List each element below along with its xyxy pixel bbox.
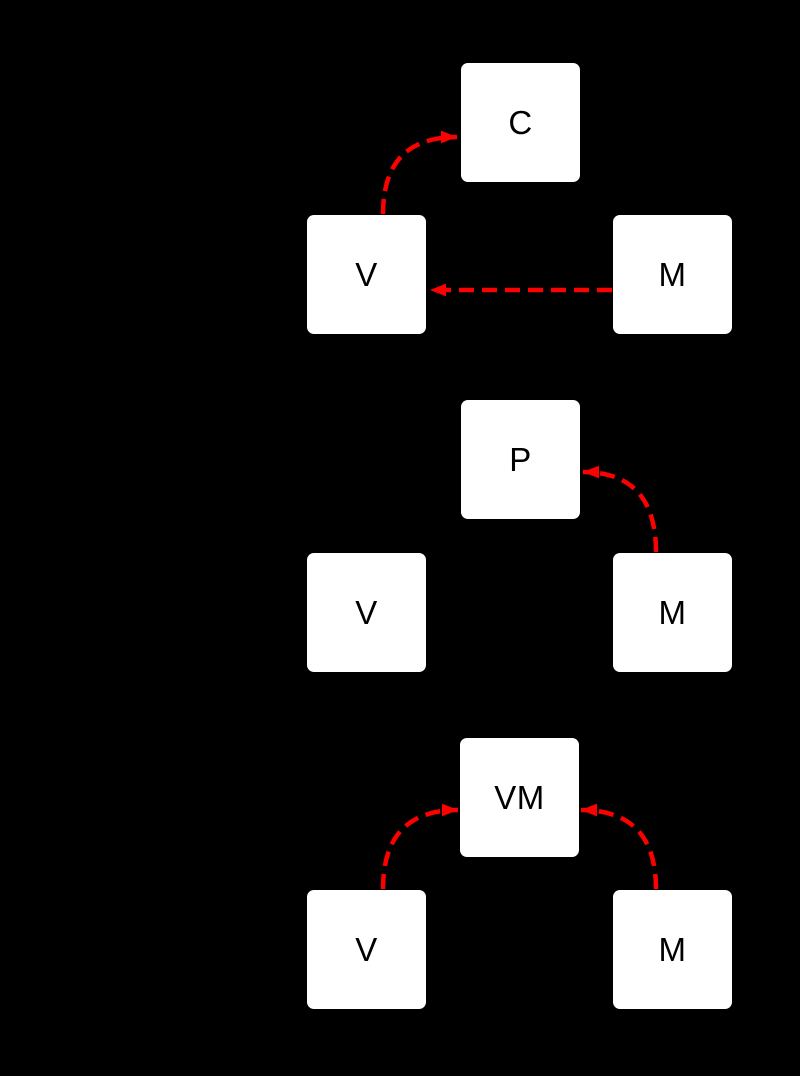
group2-node-v: V <box>307 553 426 672</box>
group1-node-c: C <box>461 63 580 182</box>
group2-node-p: P <box>461 400 580 519</box>
group3-node-v: V <box>307 890 426 1009</box>
group3-node-vm: VM <box>460 738 579 857</box>
group1-node-m: M <box>613 215 732 334</box>
group3-node-m: M <box>613 890 732 1009</box>
group2-arrow-m-to-p <box>582 465 659 553</box>
group1-arrow-v-to-c <box>380 130 458 215</box>
group3-arrow-v-to-vm <box>380 803 459 890</box>
group2-node-m: M <box>613 553 732 672</box>
group1-node-v: V <box>307 215 426 334</box>
group3-arrow-m-to-vm <box>580 803 659 890</box>
